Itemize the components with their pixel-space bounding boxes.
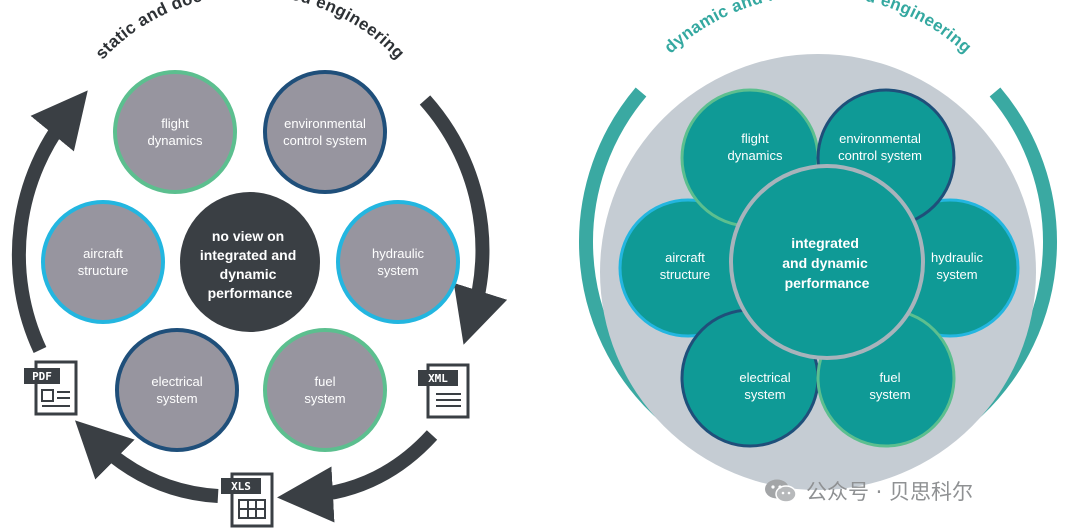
node-label: environmental bbox=[284, 116, 366, 131]
arrow-bottom-right bbox=[277, 430, 438, 523]
node-label: system bbox=[869, 387, 910, 402]
arrow-bottom-left bbox=[75, 420, 219, 503]
node-flight-dynamics: flight dynamics bbox=[113, 70, 237, 194]
node-label: hydraulic bbox=[931, 250, 984, 265]
center-line: integrated and bbox=[200, 247, 296, 263]
node-label: structure bbox=[660, 267, 711, 282]
node-label: environmental bbox=[839, 131, 921, 146]
node-hydraulic-system: hydraulic system bbox=[336, 200, 460, 324]
right-diagram: dynamic and model based engineering airc… bbox=[579, 0, 1057, 490]
node-label: fuel bbox=[315, 374, 336, 389]
left-title: static and document based engineering bbox=[92, 0, 409, 63]
node-label: system bbox=[936, 267, 977, 282]
cycle-arrows bbox=[11, 90, 508, 523]
center-line: no view on bbox=[212, 228, 284, 244]
node-label: flight bbox=[161, 116, 189, 131]
right-title: dynamic and model based engineering bbox=[661, 0, 976, 57]
xml-document-icon: XML bbox=[418, 363, 470, 419]
xml-label: XML bbox=[428, 372, 448, 385]
node-label: dynamics bbox=[148, 133, 203, 148]
pdf-document-icon: PDF bbox=[24, 360, 78, 416]
watermark-text: 公众号 · 贝思科尔 bbox=[806, 480, 974, 504]
node-label: system bbox=[744, 387, 785, 402]
node-label: hydraulic bbox=[372, 246, 425, 261]
node-label: structure bbox=[78, 263, 129, 278]
node-label: system bbox=[156, 391, 197, 406]
pdf-label: PDF bbox=[32, 370, 52, 383]
xls-label: XLS bbox=[231, 480, 251, 493]
center-line: dynamic bbox=[220, 266, 277, 282]
node-label: electrical bbox=[151, 374, 202, 389]
center-line: and dynamic bbox=[782, 255, 868, 271]
arrow-top-right bbox=[419, 95, 508, 345]
node-label: fuel bbox=[880, 370, 901, 385]
node-label: aircraft bbox=[665, 250, 705, 265]
center-no-view: no view on integrated and dynamic perfor… bbox=[180, 192, 320, 332]
node-label: aircraft bbox=[83, 246, 123, 261]
left-diagram: static and document based engineering fl… bbox=[11, 0, 508, 528]
node-label: system bbox=[304, 391, 345, 406]
svg-text:no view on integrated: no view on integrated and dynamic perfor… bbox=[200, 228, 300, 301]
node-label: system bbox=[377, 263, 418, 278]
center-line: performance bbox=[785, 275, 870, 291]
node-label: control system bbox=[283, 133, 367, 148]
center-line: performance bbox=[208, 285, 293, 301]
wechat-icon bbox=[765, 479, 797, 503]
node-label: dynamics bbox=[728, 148, 783, 163]
node-label: flight bbox=[741, 131, 769, 146]
node-aircraft-structure: aircraft structure bbox=[41, 200, 165, 324]
node-fuel-system: fuel system bbox=[263, 328, 387, 452]
arrow-left-up bbox=[11, 90, 88, 353]
svg-text:integrated and dynamic: integrated and dynamic performance bbox=[782, 235, 871, 291]
node-electrical-system: electrical system bbox=[115, 328, 239, 452]
node-label: control system bbox=[838, 148, 922, 163]
node-label: electrical bbox=[739, 370, 790, 385]
center-integrated: integrated and dynamic performance bbox=[729, 164, 925, 360]
node-environmental-control: environmental control system bbox=[263, 70, 387, 194]
center-line: integrated bbox=[791, 235, 859, 251]
xls-document-icon: XLS bbox=[221, 472, 274, 528]
